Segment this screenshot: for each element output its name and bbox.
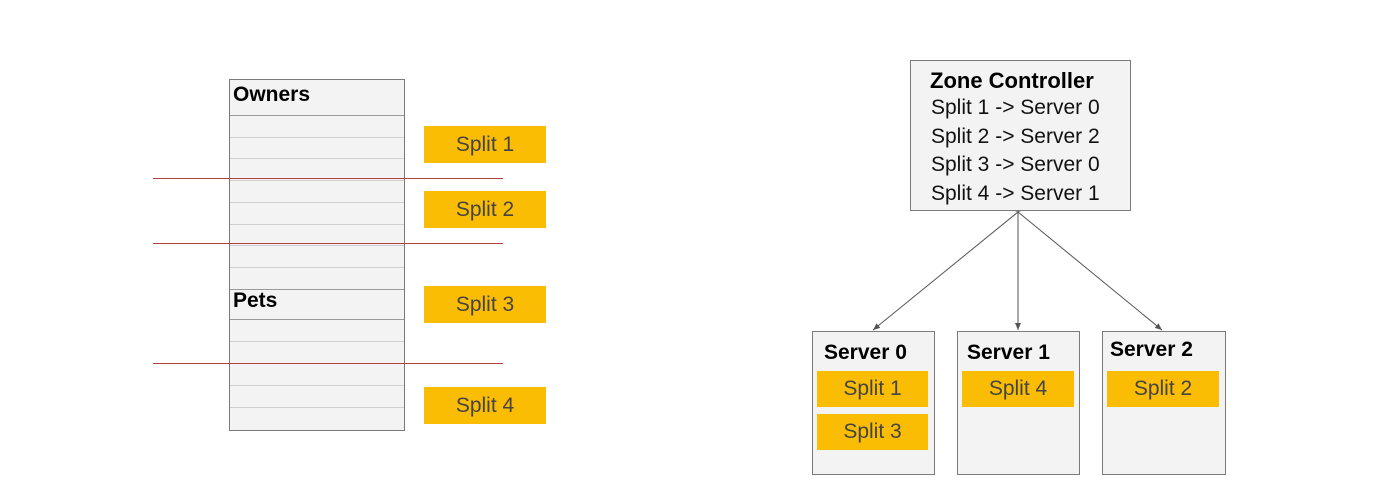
zone-mapping: Split 3 -> Server 0 (931, 153, 1100, 176)
table-row-line (230, 341, 404, 342)
zone-mapping: Split 4 -> Server 1 (931, 181, 1100, 205)
table-row-line (230, 115, 404, 116)
arrow-zone-server0 (872, 205, 1026, 331)
server-1-split-chip: Split 4 (962, 371, 1074, 407)
zone-controller-box: Zone Controller Split 1 -> Server 0 Spli… (910, 60, 1131, 211)
server-0-title: Server 0 (824, 341, 907, 364)
split-boundary-line (153, 363, 503, 364)
server-2-box: Server 2 Split 2 (1102, 331, 1226, 475)
owners-table-label: Owners (233, 83, 311, 106)
zone-mapping: Split 1 -> Server 0 (931, 96, 1100, 119)
table-row-line (230, 180, 404, 181)
split-chip: Split 1 (424, 126, 546, 163)
split-chip: Split 4 (424, 387, 546, 424)
server-0-split-chip: Split 3 (817, 414, 928, 450)
server-0-box: Server 0 Split 1 Split 3 (812, 331, 935, 475)
table-row-line (230, 202, 404, 203)
table-row-line (230, 385, 404, 386)
table-row-line (230, 289, 404, 290)
server-1-title: Server 1 (967, 341, 1050, 364)
table-row-line (230, 267, 404, 268)
table-row-line (230, 319, 404, 320)
table: Owners Pets (229, 79, 405, 431)
table-row-line (230, 245, 404, 246)
server-0-split-chip: Split 1 (817, 371, 928, 407)
table-row-line (230, 224, 404, 225)
server-2-split-chip: Split 2 (1107, 371, 1219, 407)
table-row-line (230, 407, 404, 408)
server-2-title: Server 2 (1110, 338, 1193, 361)
pets-table-label: Pets (233, 289, 278, 312)
split-boundary-line (153, 178, 503, 179)
split-chip: Split 3 (424, 286, 546, 323)
arrow-zone-server2 (1010, 205, 1163, 331)
server-1-box: Server 1 Split 4 (957, 331, 1080, 475)
table-row-line (230, 158, 404, 159)
table-row-line (230, 137, 404, 138)
split-chip: Split 2 (424, 191, 546, 228)
split-boundary-line (153, 243, 503, 244)
zone-mapping: Split 2 -> Server 2 (931, 124, 1100, 148)
zone-controller-title: Zone Controller (930, 68, 1094, 93)
